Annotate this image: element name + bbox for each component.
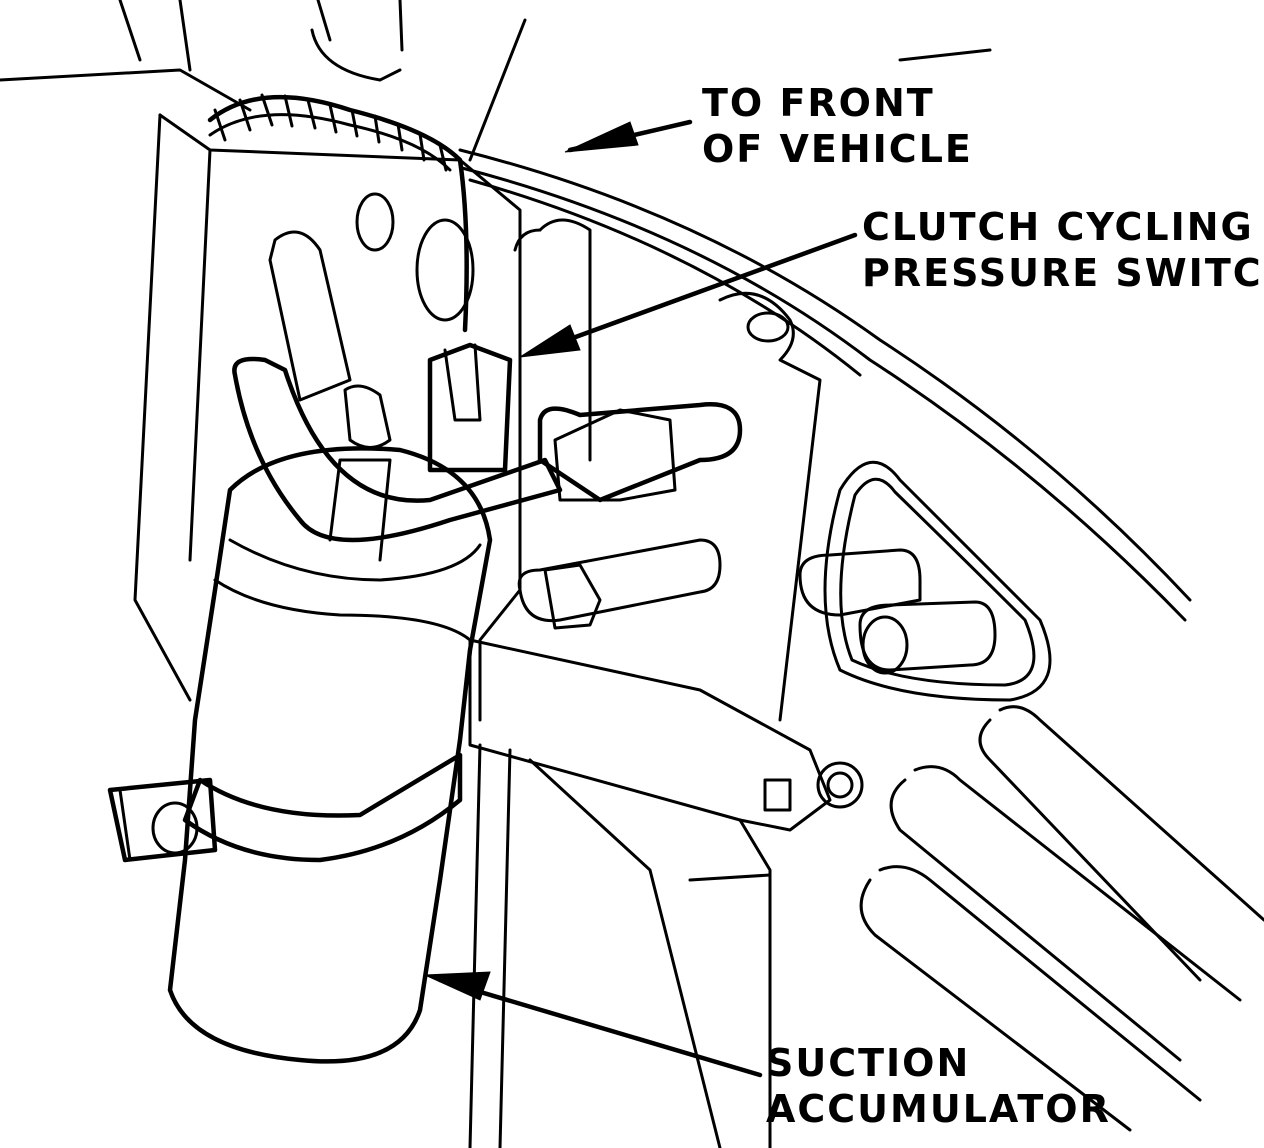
- fender-edge: [458, 48, 1192, 622]
- switch-label-line1: CLUTCH CYCLING: [862, 205, 1254, 249]
- inner-panel: [513, 218, 1052, 722]
- suction-accumulator-label: SUCTION ACCUMULATOR: [766, 1040, 1111, 1132]
- pressure-switch: [343, 342, 513, 473]
- front-label-line1: TO FRONT: [702, 81, 935, 125]
- accumulator-label-line2: ACCUMULATOR: [766, 1087, 1111, 1131]
- front-label-line2: OF VEHICLE: [702, 127, 973, 171]
- brace-bar: [468, 638, 864, 832]
- mounting-strap: [107, 752, 463, 863]
- refrigerant-fittings: [517, 402, 997, 675]
- accumulator-leader-arrow: [424, 971, 763, 1078]
- panel-ribs: [859, 705, 1264, 1132]
- suction-line: [232, 356, 563, 543]
- body-panel-lines: [0, 0, 527, 162]
- mounting-bracket: [133, 113, 522, 722]
- accumulator-label-line1: SUCTION: [766, 1041, 971, 1085]
- accumulator-canister: [167, 446, 493, 1064]
- switch-leader-arrow: [519, 232, 858, 358]
- switch-label-line2: PRESSURE SWITCH: [862, 251, 1264, 295]
- lower-rails: [468, 743, 772, 1148]
- front-direction-arrow: [564, 119, 693, 153]
- wire-harness: [207, 93, 469, 333]
- front-direction-label: TO FRONT OF VEHICLE: [702, 80, 973, 172]
- pressure-switch-label: CLUTCH CYCLING PRESSURE SWITCH: [862, 204, 1264, 296]
